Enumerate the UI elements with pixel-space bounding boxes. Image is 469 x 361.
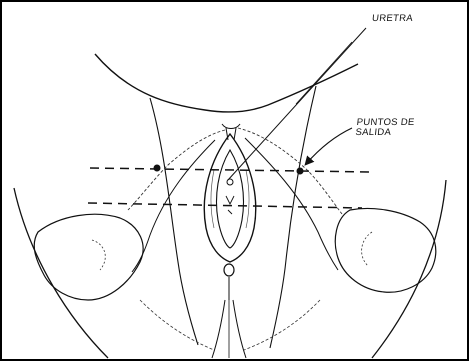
labia-minora-shading-left bbox=[211, 170, 214, 228]
right-buttock-curve bbox=[244, 300, 320, 350]
puntos-de-salida-label: PUNTOS DE SALIDA bbox=[355, 118, 415, 138]
left-ramus bbox=[132, 140, 215, 272]
right-ramus bbox=[245, 138, 338, 270]
left-ischial-tuberosity bbox=[34, 214, 143, 300]
puntos-arrow bbox=[306, 128, 352, 164]
left-buttock-curve bbox=[140, 300, 214, 350]
lower-dashed-line bbox=[88, 203, 362, 208]
left-groin-fold bbox=[150, 98, 198, 345]
labia-minora-shading-right bbox=[246, 170, 249, 228]
pubic-symphysis bbox=[222, 124, 240, 140]
upper-pubic-curve bbox=[95, 54, 358, 112]
right-tuberosity-inner bbox=[362, 232, 372, 266]
right-groin-fold bbox=[270, 86, 316, 348]
left-thigh-contour bbox=[14, 188, 108, 358]
uretra-label: URETRA bbox=[371, 14, 413, 24]
anus bbox=[224, 264, 234, 276]
left-exit-point bbox=[154, 165, 161, 172]
upper-dashed-line bbox=[90, 168, 372, 172]
right-exit-point bbox=[297, 168, 304, 175]
puntos-label-line2: SALIDA bbox=[355, 128, 414, 138]
labia-majora bbox=[204, 134, 255, 262]
uretra-leader-line bbox=[228, 28, 366, 180]
uretra-leader-line-secondary bbox=[296, 42, 352, 104]
left-tuberosity-inner bbox=[92, 240, 105, 270]
vaginal-opening bbox=[217, 150, 244, 248]
right-thigh-contour bbox=[372, 180, 446, 358]
